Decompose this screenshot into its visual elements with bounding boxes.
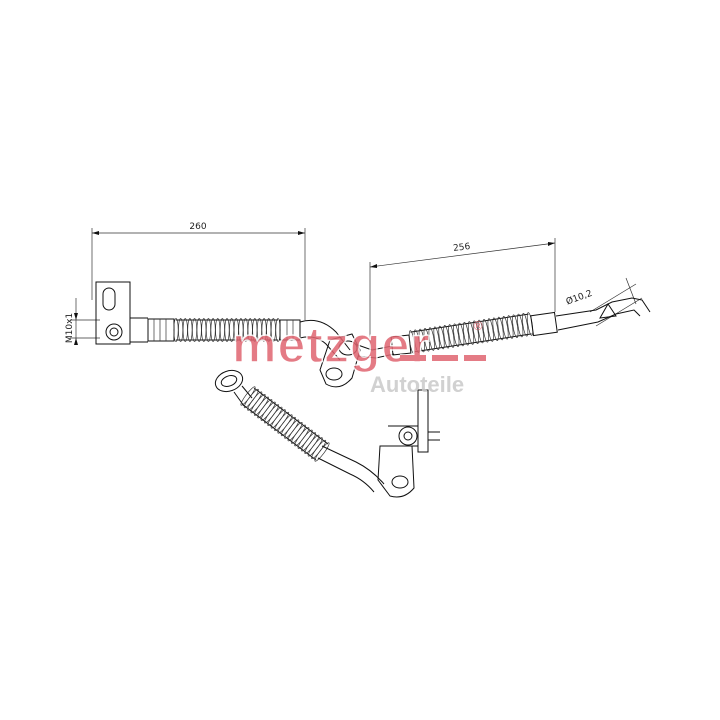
right-end-fitting [530,297,651,337]
hose-rib [502,316,509,340]
hose-rib [219,318,225,342]
lower-pipe [317,445,385,493]
hose-rib [182,318,188,342]
hose-rib [423,328,430,352]
hose-rib [487,318,494,342]
dimension-thread: M10x1 [65,298,100,345]
ribs-lower-outline [241,387,329,461]
hose-rib [224,318,230,342]
hose-rib [472,320,480,344]
hose-rib [428,327,435,351]
left-ferrule [147,318,175,342]
hose-rib [178,318,184,342]
hose-rib [521,313,529,337]
hose-rib [448,324,455,348]
dimension-label-260: 260 [189,222,206,232]
hose-rib [196,318,202,342]
dimension-label-256: 256 [453,242,472,254]
hose-rib [462,322,470,346]
hose-rib [458,322,465,347]
watermark-registered: ® [472,319,484,333]
hose-corrugation-lower [240,386,330,462]
hose-rib [215,318,221,342]
hose-rib [512,314,519,338]
hose-corrugation-upper-left [173,318,281,342]
hose-rib [492,317,499,341]
hose-rib [433,326,440,350]
hose-rib [507,315,514,339]
dimension-256: 256 [369,238,556,350]
hose-rib [477,319,484,344]
dimension-label-diameter: Ø10,2 [565,288,594,308]
hose-rib [467,321,475,345]
metzger-watermark: metzger ® Autoteile [231,316,486,397]
dimension-label-thread: M10x1 [65,313,75,343]
hose-rib [408,330,416,354]
watermark-subline: Autoteile [370,372,464,397]
upper-hose [95,281,651,388]
lower-hose [214,369,440,498]
hose-rib [438,325,445,350]
hose-rib [517,313,524,338]
hose-rib [482,319,489,343]
hose-rib [418,328,425,353]
dimension-260: 260 [91,222,306,320]
hose-rib [443,325,450,349]
hose-corrugation-upper-right [408,312,534,354]
middle-fitting [279,319,395,388]
ribs-upper-right-outline [410,313,532,353]
dimension-diameter: Ø10,2 [565,277,643,327]
hose-rib [210,318,216,342]
hose-rib [191,318,198,342]
hose-rib [453,323,460,347]
hose-rib [497,316,504,341]
watermark-brand: metzger [232,317,431,373]
left-bracket [95,281,148,345]
hose-rib [413,329,421,353]
lower-bracket [377,389,440,498]
hose-rib [205,318,212,342]
hose-rib [187,318,193,342]
hose-rib [201,318,207,342]
hose-rib [314,442,330,462]
